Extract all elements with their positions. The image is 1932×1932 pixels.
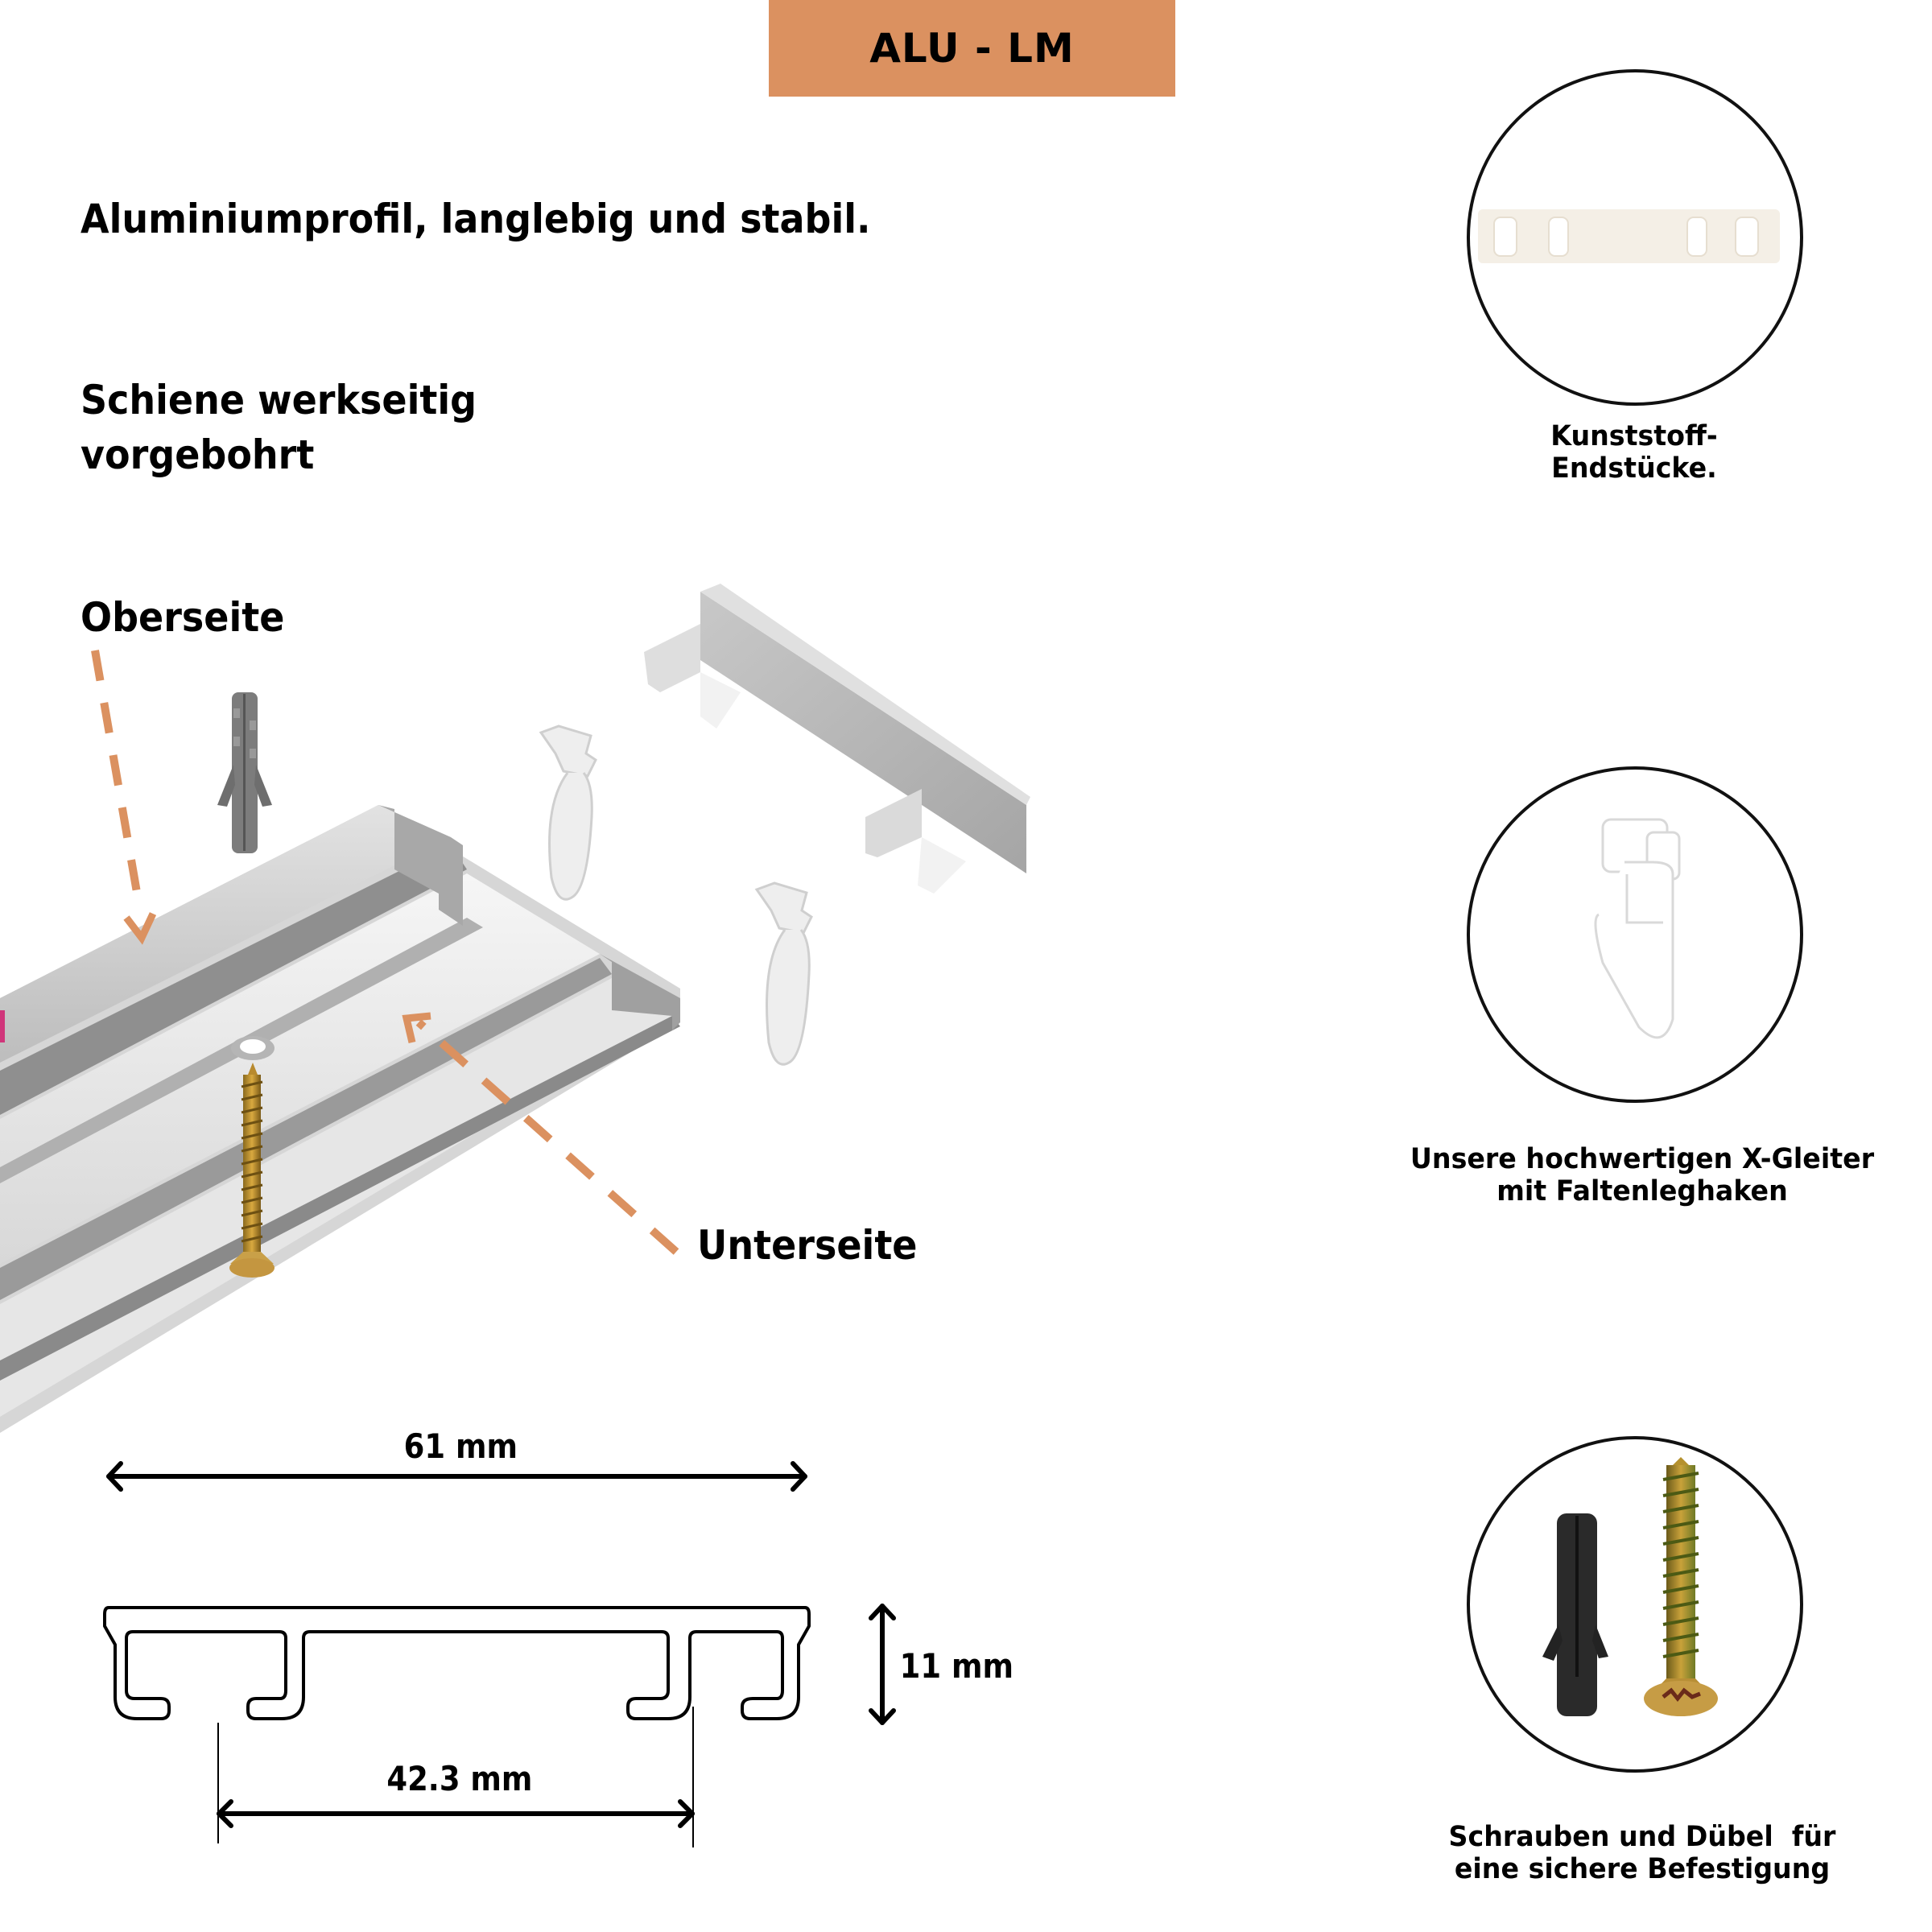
accessory-circle-end-caps	[1467, 69, 1803, 406]
caption-line: Schrauben und Dübel für	[1448, 1821, 1836, 1853]
screw-and-dowel-icon	[1542, 1457, 1718, 1716]
product-title: ALU - LM	[869, 25, 1075, 72]
label-top-side: Oberseite	[80, 594, 285, 641]
feature-material: Aluminiumprofil, langlebig und stabil.	[80, 196, 871, 242]
caption-line: eine sichere Befestigung	[1454, 1853, 1831, 1886]
profile-cross-section	[103, 1461, 896, 1847]
caption-line: Unsere hochwertigen X-Gleiter	[1410, 1143, 1875, 1175]
bottom-side-arrow	[415, 1019, 679, 1255]
screw-icon	[229, 1063, 275, 1278]
accessory-circle-glider	[1467, 766, 1803, 1103]
glider-hook-icon	[754, 881, 813, 1066]
bottom-side-arrowhead	[402, 1012, 431, 1044]
gold-screw-icon	[1644, 1457, 1718, 1716]
feature-predrilled-line1: Schiene werkseitig	[80, 377, 477, 423]
x-glider-hook-icon	[1594, 818, 1681, 1039]
end-cap-icon	[644, 584, 1030, 894]
accessory-caption-end-caps: Kunststoff- Endstücke.	[1443, 420, 1826, 485]
glider-hook-icon	[539, 724, 597, 901]
black-dowel-icon	[1542, 1513, 1608, 1716]
caption-line: Kunststoff-	[1550, 420, 1718, 452]
rail-illustration	[0, 584, 1030, 1433]
accessory-caption-glider: Unsere hochwertigen X-Gleiter mit Falten…	[1397, 1143, 1887, 1208]
dowel-icon	[217, 692, 272, 853]
label-bottom-side: Unterseite	[697, 1222, 918, 1269]
dimension-spacing-label: 42.3 mm	[386, 1759, 533, 1798]
aluminium-rail	[0, 805, 680, 1433]
accessory-circle-fasteners	[1467, 1436, 1803, 1773]
accessory-caption-fasteners: Schrauben und Dübel für eine sichere Bef…	[1413, 1821, 1872, 1886]
caption-line: mit Faltenleghaken	[1496, 1175, 1788, 1208]
top-side-arrow	[91, 650, 142, 902]
feature-predrilled-line2: vorgebohrt	[80, 431, 315, 478]
caption-line: Endstücke.	[1551, 452, 1717, 485]
top-side-arrowhead	[123, 912, 157, 945]
dimension-width-label: 61 mm	[403, 1426, 518, 1466]
product-title-banner: ALU - LM	[769, 0, 1175, 97]
dimension-height-label: 11 mm	[899, 1646, 1013, 1686]
end-cap-strip-icon	[1478, 209, 1780, 263]
